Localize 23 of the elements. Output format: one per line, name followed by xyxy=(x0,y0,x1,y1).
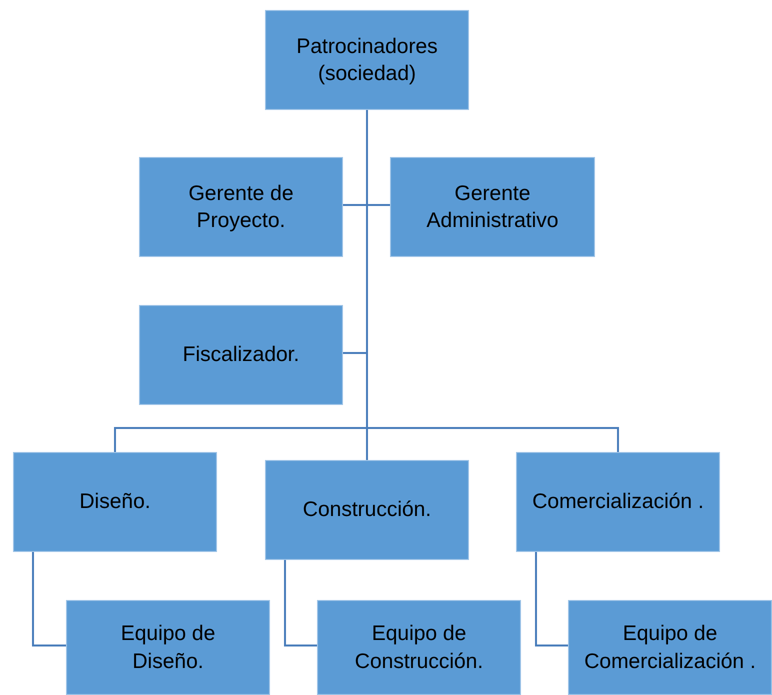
connector-line xyxy=(284,560,317,646)
org-box xyxy=(139,305,343,405)
connector-line xyxy=(32,552,66,646)
box-label: Equipo de Comercialización . xyxy=(583,621,757,674)
org-box xyxy=(13,452,217,552)
box-label: Equipo de Diseño. xyxy=(120,621,216,674)
org-box xyxy=(516,452,720,552)
box-label: Patrocinadores (sociedad) xyxy=(295,34,439,87)
box-label: Construcción. xyxy=(302,497,432,524)
org-box xyxy=(139,157,343,257)
org-box xyxy=(265,460,469,560)
box-label: Gerente de Proyecto. xyxy=(187,180,295,234)
box-label: Diseño. xyxy=(79,489,151,516)
box-label: Comercialización . xyxy=(532,489,704,516)
org-box xyxy=(66,600,270,695)
org-box xyxy=(317,600,521,695)
box-label: Gerente Administrativo xyxy=(426,180,560,234)
box-label: Equipo de Construcción. xyxy=(354,621,484,674)
org-box xyxy=(265,10,469,110)
box-label: Fiscalizador. xyxy=(182,342,300,368)
org-box xyxy=(390,157,595,257)
connector-line xyxy=(535,552,568,646)
org-box xyxy=(568,600,772,695)
